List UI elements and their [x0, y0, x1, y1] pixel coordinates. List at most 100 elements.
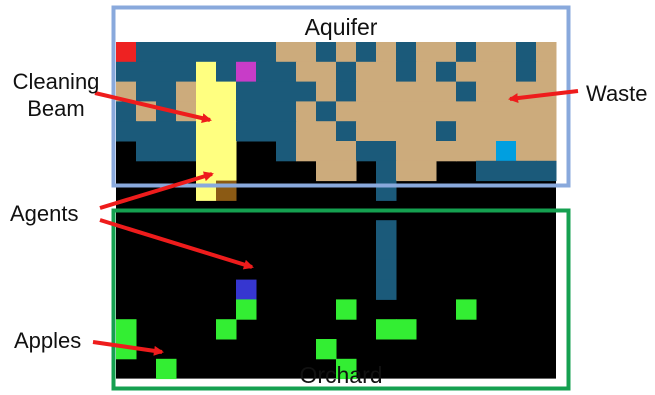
waste-cell [316, 160, 337, 182]
water-cell [456, 81, 477, 102]
waste-cell [496, 42, 517, 63]
water-cell [156, 61, 177, 83]
water-cell [316, 101, 337, 122]
cleaning-beam-label: Cleaning Beam [12, 69, 100, 121]
water-cell [396, 61, 417, 83]
water-cell [376, 160, 397, 182]
water-cell [276, 141, 297, 162]
agents-label: Agents [10, 201, 79, 226]
waste-cell [536, 61, 557, 83]
waste-cell [396, 160, 417, 182]
water-cell [216, 42, 237, 63]
waste-cell [356, 61, 377, 83]
waste-cell [396, 121, 417, 142]
water-cell [256, 81, 277, 102]
water-cell [536, 160, 557, 182]
waste-cell [336, 42, 357, 63]
waste-cell [456, 61, 477, 83]
arrows [92, 89, 579, 356]
waste-cell [516, 141, 537, 162]
waste-cell [416, 160, 437, 182]
waste-cell [316, 121, 337, 142]
water-cell [516, 61, 537, 83]
water-cell [276, 81, 297, 102]
water-cell [456, 42, 477, 63]
apple-cell [456, 299, 477, 320]
aquifer-title: Aquifer [304, 14, 378, 40]
water-cell [116, 121, 137, 142]
waste-cell [376, 101, 397, 122]
agent-blue [236, 279, 257, 300]
water-cell [376, 141, 397, 162]
water-cell [336, 121, 357, 142]
waste-cell [376, 42, 397, 63]
water-cell [356, 42, 377, 63]
apple-cell [116, 319, 137, 340]
water-cell [256, 61, 277, 83]
water-cell [236, 81, 257, 102]
waste-cell [316, 141, 337, 162]
apple-cell [156, 358, 177, 380]
waste-cell [176, 81, 197, 102]
agents-arrow-brown [99, 171, 214, 210]
cleaning-beam-cell [216, 81, 237, 102]
waste-cell [456, 101, 477, 122]
waste-cell [356, 121, 377, 142]
waste-cell [476, 61, 497, 83]
apple-cell [236, 299, 257, 320]
waste-label: Waste [586, 81, 648, 106]
waste-arrow [508, 89, 579, 104]
waste-cell [416, 101, 437, 122]
waste-cell [436, 42, 457, 63]
orchard-title: Orchard [299, 362, 383, 388]
water-cell [476, 160, 497, 182]
orchard-region-border [111, 208, 571, 391]
apple-cell [396, 319, 417, 340]
water-cell [176, 61, 197, 83]
waste-cell [436, 101, 457, 122]
waste-cell [536, 141, 557, 162]
water-cell [136, 42, 157, 63]
water-cell [136, 61, 157, 83]
waste-cell [416, 42, 437, 63]
apple-cell [216, 319, 237, 340]
waste-cell [476, 101, 497, 122]
waste-cell [536, 42, 557, 63]
water-cell [136, 81, 157, 102]
waste-cell [436, 141, 457, 162]
water-cell [276, 61, 297, 83]
cleaning-beam-cell [196, 61, 217, 83]
waste-cell [396, 141, 417, 162]
waste-cell [536, 101, 557, 122]
water-cell [376, 259, 397, 281]
waste-cell [496, 121, 517, 142]
agent-magenta [236, 61, 257, 83]
waste-cell [396, 101, 417, 122]
water-cell [356, 141, 377, 162]
apple-cell [336, 299, 357, 320]
waste-cell [296, 101, 317, 122]
water-cell [156, 121, 177, 142]
waste-cell [516, 101, 537, 122]
water-cell [156, 141, 177, 162]
apple-cell [376, 319, 397, 340]
water-cell [436, 121, 457, 142]
waste-cell [296, 121, 317, 142]
cleaning-beam-cell [196, 121, 217, 142]
apple-cell [336, 358, 357, 380]
agent-red [116, 42, 137, 63]
waste-cell [476, 81, 497, 102]
water-cell [176, 121, 197, 142]
waste-cell [536, 121, 557, 142]
waste-cell [296, 141, 317, 162]
water-cell [116, 101, 137, 122]
water-cell [376, 279, 397, 300]
waste-cell [376, 121, 397, 142]
waste-cell [436, 81, 457, 102]
water-cell [176, 42, 197, 63]
waste-cell [536, 81, 557, 102]
water-cell [136, 121, 157, 142]
water-cell [436, 61, 457, 83]
water-cell [256, 42, 277, 63]
